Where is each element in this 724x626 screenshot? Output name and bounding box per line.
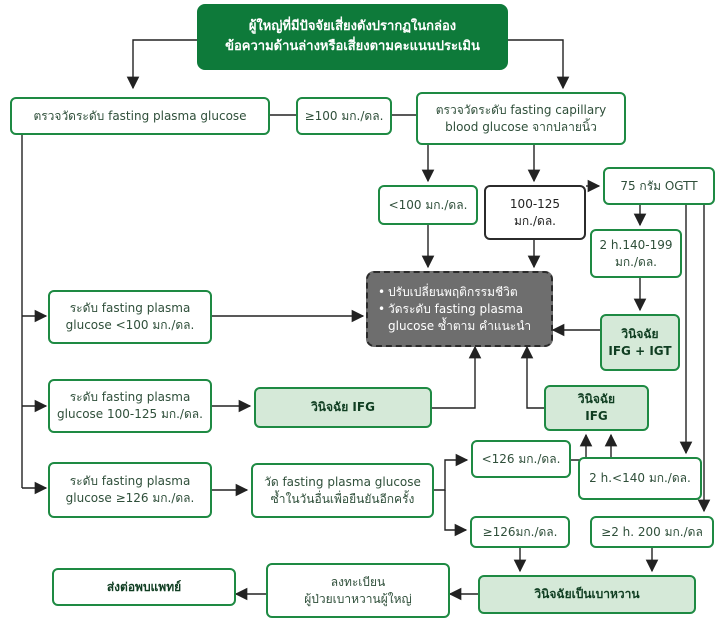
ogtt-2h-lt140-box: 2 h.<140 มก./ดล. <box>578 457 702 500</box>
ogtt-2h-ge200-box: ≥2 h. 200 มก./ดล <box>590 516 714 548</box>
cap-lt100-box: <100 มก./ดล. <box>378 185 478 225</box>
ogtt-2h-lt140-label: 2 h.<140 มก./ดล. <box>589 471 691 485</box>
repeat-lt126-label: <126 มก./ดล. <box>481 451 561 466</box>
cap-100-125-line-2: มก./ดล. <box>514 213 556 228</box>
repeat-test-line-2: ซ้ำในวันอื่นเพื่อยืนยันอีกครั้ง <box>270 491 415 506</box>
register-box: ลงทะเบียน ผู้ป่วยเบาหวานผู้ใหญ่ <box>266 563 450 618</box>
dx-diabetes-box: วินิจฉัยเป็นเบาหวาน <box>478 575 696 614</box>
advice-item-1: • ปรับเปลี่ยนพฤติกรรมชีวิต <box>378 284 518 301</box>
dx-ifg-small-box: วินิจฉัย IFG <box>544 385 649 431</box>
ogtt-box: 75 กรัม OGTT <box>603 167 715 205</box>
bullet-1: • <box>378 284 386 299</box>
dx-ifg-igt-line-2: IFG + IGT <box>608 343 672 358</box>
dx-ifg-main-label: วินิจฉัย IFG <box>311 400 375 414</box>
dx-ifg-small-line-1: วินิจฉัย <box>577 392 616 406</box>
advice-item-2-line-2: glucose ซ้ำตาม คำแนะนำ <box>388 318 532 333</box>
fpg-lt100-box: ระดับ fasting plasma glucose <100 มก./ดล… <box>48 290 212 344</box>
fpg-ge126-line-2: glucose ≥126 มก./ดล. <box>65 491 195 505</box>
cap-100-125-box: 100-125 มก./ดล. <box>484 185 586 240</box>
dx-ifg-main-box: วินิจฉัย IFG <box>254 387 432 428</box>
dx-diabetes-label: วินิจฉัยเป็นเบาหวาน <box>534 587 640 601</box>
dx-ifg-igt-line-1: วินิจฉัย <box>621 326 659 341</box>
advice-item-2: • วัดระดับ fasting plasma <box>378 301 523 318</box>
repeat-lt126-box: <126 มก./ดล. <box>471 440 571 478</box>
capillary-line-1: ตรวจวัดระดับ fasting capillary <box>435 102 607 117</box>
cap-100-125-line-1: 100-125 <box>509 196 561 211</box>
cap-lt100-label: <100 มก./ดล. <box>388 197 468 212</box>
fpg-100-125-box: ระดับ fasting plasma glucose 100-125 มก.… <box>48 379 212 433</box>
advice-item-1-text: ปรับเปลี่ยนพฤติกรรมชีวิต <box>388 284 518 299</box>
dx-ifg-small-line-2: IFG <box>585 409 608 423</box>
advice-item-2-line-1: วัดระดับ fasting plasma <box>388 301 524 316</box>
title-line-2: ข้อความด้านล่างหรือเสี่ยงตามคะแนนประเมิน <box>225 39 480 54</box>
ogtt-label: 75 กรัม OGTT <box>620 178 698 193</box>
repeat-ge126-label: ≥126มก./ดล. <box>482 524 558 539</box>
fpg-lt100-line-2: glucose <100 มก./ดล. <box>65 318 195 332</box>
advice-box: • ปรับเปลี่ยนพฤติกรรมชีวิต • วัดระดับ fa… <box>366 271 553 347</box>
fpg-100-125-line-2: glucose 100-125 มก./ดล. <box>57 407 203 421</box>
plasma-test-label: ตรวจวัดระดับ fasting plasma glucose <box>33 108 247 123</box>
ogtt-2h-ge200-label: ≥2 h. 200 มก./ดล <box>601 524 703 539</box>
register-line-2: ผู้ป่วยเบาหวานผู้ใหญ่ <box>304 591 412 606</box>
plasma-test-box: ตรวจวัดระดับ fasting plasma glucose <box>10 97 270 135</box>
advice-item-2-cont: glucose ซ้ำตาม คำแนะนำ <box>378 318 531 335</box>
repeat-test-box: วัด fasting plasma glucose ซ้ำในวันอื่นเ… <box>251 463 434 518</box>
threshold-100-label: ≥100 มก./ดล. <box>304 108 384 123</box>
threshold-100-box: ≥100 มก./ดล. <box>296 97 392 135</box>
repeat-test-line-1: วัด fasting plasma glucose <box>264 474 421 489</box>
fpg-ge126-line-1: ระดับ fasting plasma <box>69 474 191 488</box>
ogtt-2h-140-199-box: 2 h.140-199 มก./ดล. <box>590 229 682 278</box>
fpg-100-125-line-1: ระดับ fasting plasma <box>69 390 191 404</box>
capillary-test-box: ตรวจวัดระดับ fasting capillary blood glu… <box>416 92 626 145</box>
refer-box: ส่งต่อพบแพทย์ <box>52 568 236 606</box>
capillary-line-2: blood glucose จากปลายนิ้ว <box>445 119 597 134</box>
dx-ifg-igt-box: วินิจฉัย IFG + IGT <box>600 314 680 371</box>
register-line-1: ลงทะเบียน <box>330 574 386 589</box>
ogtt-2h-140-199-line-1: 2 h.140-199 <box>599 237 673 252</box>
title-box: ผู้ใหญ่ที่มีปัจจัยเสี่ยงดังปรากฏในกล่อง … <box>197 4 508 70</box>
bullet-2: • <box>378 301 386 316</box>
fpg-lt100-line-1: ระดับ fasting plasma <box>69 301 191 315</box>
fpg-ge126-box: ระดับ fasting plasma glucose ≥126 มก./ดล… <box>48 462 212 518</box>
repeat-ge126-box: ≥126มก./ดล. <box>470 516 570 548</box>
ogtt-2h-140-199-line-2: มก./ดล. <box>615 254 657 269</box>
title-line-1: ผู้ใหญ่ที่มีปัจจัยเสี่ยงดังปรากฏในกล่อง <box>248 19 457 34</box>
refer-label: ส่งต่อพบแพทย์ <box>106 579 182 594</box>
